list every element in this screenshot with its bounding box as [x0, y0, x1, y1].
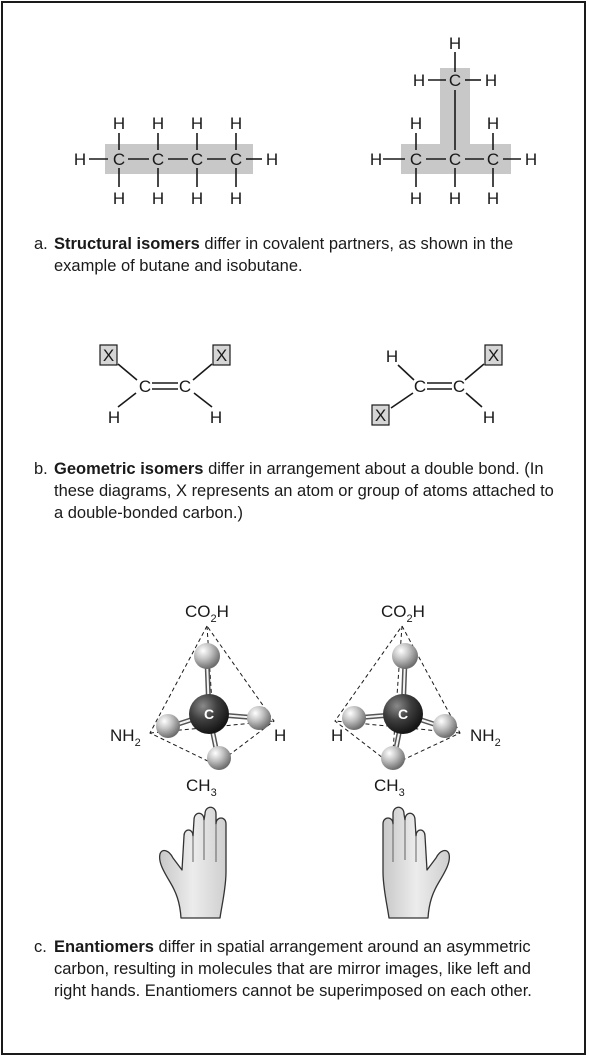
hydrogen-atom: H	[483, 408, 495, 427]
hydrogen-atom: H	[108, 408, 120, 427]
hydrogen-atom: H	[230, 189, 242, 208]
hydrogen-atom: H	[274, 726, 286, 745]
butane-structure: H C C C C H H H H H H H H H	[74, 114, 278, 208]
ch3-label: CH3	[374, 776, 405, 799]
carbon-atom: C	[410, 150, 422, 169]
right-atom-sphere	[247, 706, 271, 730]
hydrogen-atom: H	[410, 189, 422, 208]
x-group: X	[375, 406, 386, 425]
hydrogen-atom: H	[413, 71, 425, 90]
caption-structural-isomers: a. Structural isomers differ in covalent…	[34, 233, 564, 277]
trans-isomer-structure: H X C C X H	[371, 344, 503, 427]
caption-letter: a.	[34, 235, 48, 253]
left-enantiomer-model: C CO2H NH2 H CH3	[110, 602, 286, 799]
hydrogen-atom: H	[152, 189, 164, 208]
isobutane-structure: H H C H H C C C H H H H H H	[370, 34, 537, 208]
asymmetric-carbon-sphere	[383, 694, 423, 734]
caption-geometric-isomers: b. Geometric isomers differ in arrangeme…	[34, 458, 564, 524]
hydrogen-atom: H	[331, 726, 343, 745]
carbon-atom: C	[414, 377, 426, 396]
left-hand-icon	[158, 806, 227, 919]
x-group: X	[103, 346, 114, 365]
left-atom-sphere	[342, 706, 366, 730]
caption-letter: b.	[34, 460, 48, 478]
caption-term: Enantiomers	[54, 938, 154, 956]
carbon-atom: C	[449, 71, 461, 90]
carbon-atom: C	[487, 150, 499, 169]
top-atom-sphere	[194, 643, 220, 669]
x-group-box	[371, 404, 390, 426]
hydrogen-atom: H	[485, 71, 497, 90]
carbon-sphere-label: C	[204, 706, 214, 722]
hydrogen-atom: H	[113, 189, 125, 208]
hydrogen-atom: H	[210, 408, 222, 427]
hydrogen-atom: H	[487, 114, 499, 133]
asymmetric-carbon-sphere	[189, 694, 229, 734]
hydrogen-atom: H	[152, 114, 164, 133]
co2h-label: CO2H	[381, 602, 425, 625]
right-enantiomer-model: C CO2H H NH2 CH3	[331, 602, 501, 799]
hydrogen-atom: H	[525, 150, 537, 169]
carbon-atom: C	[191, 150, 203, 169]
carbon-atom: C	[139, 377, 151, 396]
carbon-atom: C	[449, 150, 461, 169]
right-hand-icon	[382, 806, 451, 919]
caption-letter: c.	[34, 938, 47, 956]
carbon-atom: C	[152, 150, 164, 169]
hydrogen-atom: H	[449, 189, 461, 208]
nh2-label: NH2	[470, 726, 501, 749]
x-group-box	[99, 344, 118, 366]
hydrogen-atom: H	[449, 34, 461, 53]
nh2-label: NH2	[110, 726, 141, 749]
hydrogen-atom: H	[370, 150, 382, 169]
top-atom-sphere	[392, 643, 418, 669]
caption-text: differ in spatial arrangement around an …	[54, 938, 532, 1000]
caption-term: Geometric isomers	[54, 460, 204, 478]
caption-text: differ in arrangement about a double bon…	[54, 460, 554, 522]
left-atom-sphere	[156, 714, 180, 738]
hydrogen-atom: H	[386, 347, 398, 366]
x-group-box	[212, 344, 231, 366]
carbon-atom: C	[113, 150, 125, 169]
hydrogen-atom: H	[74, 150, 86, 169]
x-group: X	[488, 346, 499, 365]
carbon-sphere-label: C	[398, 706, 408, 722]
carbon-atom: C	[179, 377, 191, 396]
hydrogen-atom: H	[191, 114, 203, 133]
hydrogen-atom: H	[410, 114, 422, 133]
x-group: X	[216, 346, 227, 365]
x-group-box	[484, 344, 503, 366]
carbon-atom: C	[453, 377, 465, 396]
bottom-atom-sphere	[381, 746, 405, 770]
ch3-label: CH3	[186, 776, 217, 799]
hydrogen-atom: H	[266, 150, 278, 169]
hydrogen-atom: H	[487, 189, 499, 208]
hydrogen-atom: H	[113, 114, 125, 133]
cis-isomer-structure: X X C C H H	[99, 344, 231, 427]
right-atom-sphere	[433, 714, 457, 738]
caption-text: differ in covalent partners, as shown in…	[54, 235, 514, 275]
co2h-label: CO2H	[185, 602, 229, 625]
carbon-atom: C	[230, 150, 242, 169]
caption-enantiomers: c. Enantiomers differ in spatial arrange…	[34, 936, 564, 1002]
caption-term: Structural isomers	[54, 235, 200, 253]
hydrogen-atom: H	[230, 114, 242, 133]
bottom-atom-sphere	[207, 746, 231, 770]
hydrogen-atom: H	[191, 189, 203, 208]
